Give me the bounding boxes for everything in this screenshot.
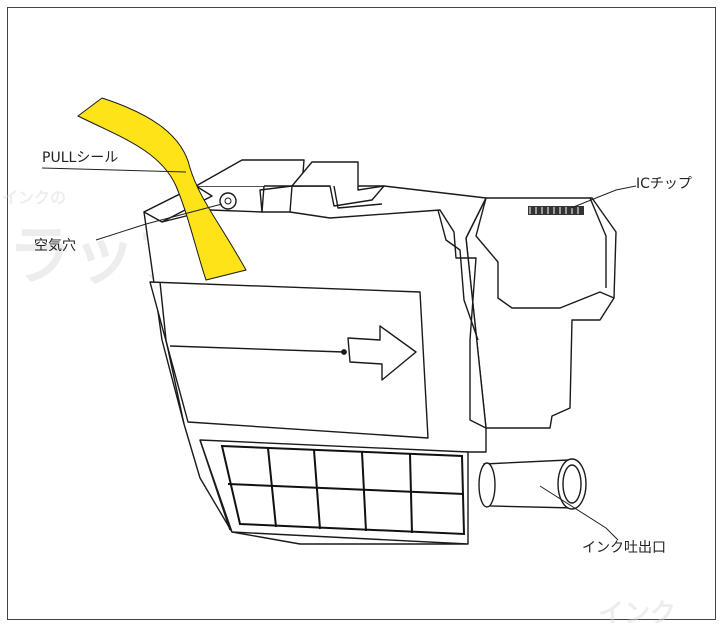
arrow-line: [169, 345, 345, 353]
ic-chip-strip: [528, 206, 584, 215]
ic-block-edge-2: [589, 197, 607, 288]
ridge-2-edge: [333, 185, 383, 209]
outlet-rim: [562, 464, 582, 504]
grid-row-line: [227, 483, 465, 495]
ic-chip-block: [465, 197, 617, 429]
pull-seal-leader: [41, 167, 187, 173]
ic-block-edge: [475, 197, 615, 309]
ic-chip: [528, 206, 584, 215]
grid-outline: [220, 444, 466, 536]
arrow-shape: [347, 325, 417, 381]
ink-outlet-leader: [539, 485, 619, 541]
grid-col-2: [313, 449, 321, 530]
pull-seal: [77, 97, 247, 281]
ink-outlet-label: インク吐出口: [582, 540, 666, 556]
leader-lines: [41, 167, 637, 541]
watermark-small: インクの: [2, 188, 66, 207]
top-ridge-1: [195, 159, 305, 187]
air-hole-label: 空気穴: [34, 238, 76, 254]
grid-col-1: [267, 447, 277, 528]
air-hole-center: [224, 197, 232, 205]
window-left-edge: [199, 439, 231, 531]
label-panel-edge: [159, 281, 185, 425]
top-ridge-2: [291, 161, 385, 207]
ink-outlet: [478, 458, 587, 510]
ic-chip-contacts: [529, 207, 579, 214]
air-hole: [219, 192, 237, 210]
arrow-dot: [341, 349, 347, 355]
ic-chip-leader: [570, 185, 637, 209]
window-grid: [220, 444, 466, 536]
air-hole-leader: [95, 203, 223, 241]
outlet-back: [478, 462, 496, 508]
grid-col-4: [409, 453, 413, 534]
grid-col-3: [361, 451, 367, 532]
ridge-groove: [259, 185, 293, 213]
watermark-bottom: インク: [598, 599, 676, 627]
pull-seal-label: PULLシール: [42, 150, 118, 166]
label-panel: [149, 281, 429, 439]
ic-chip-label: ICチップ: [636, 176, 692, 192]
outer-border: [7, 7, 716, 620]
stepped-edge-2: [437, 209, 479, 341]
